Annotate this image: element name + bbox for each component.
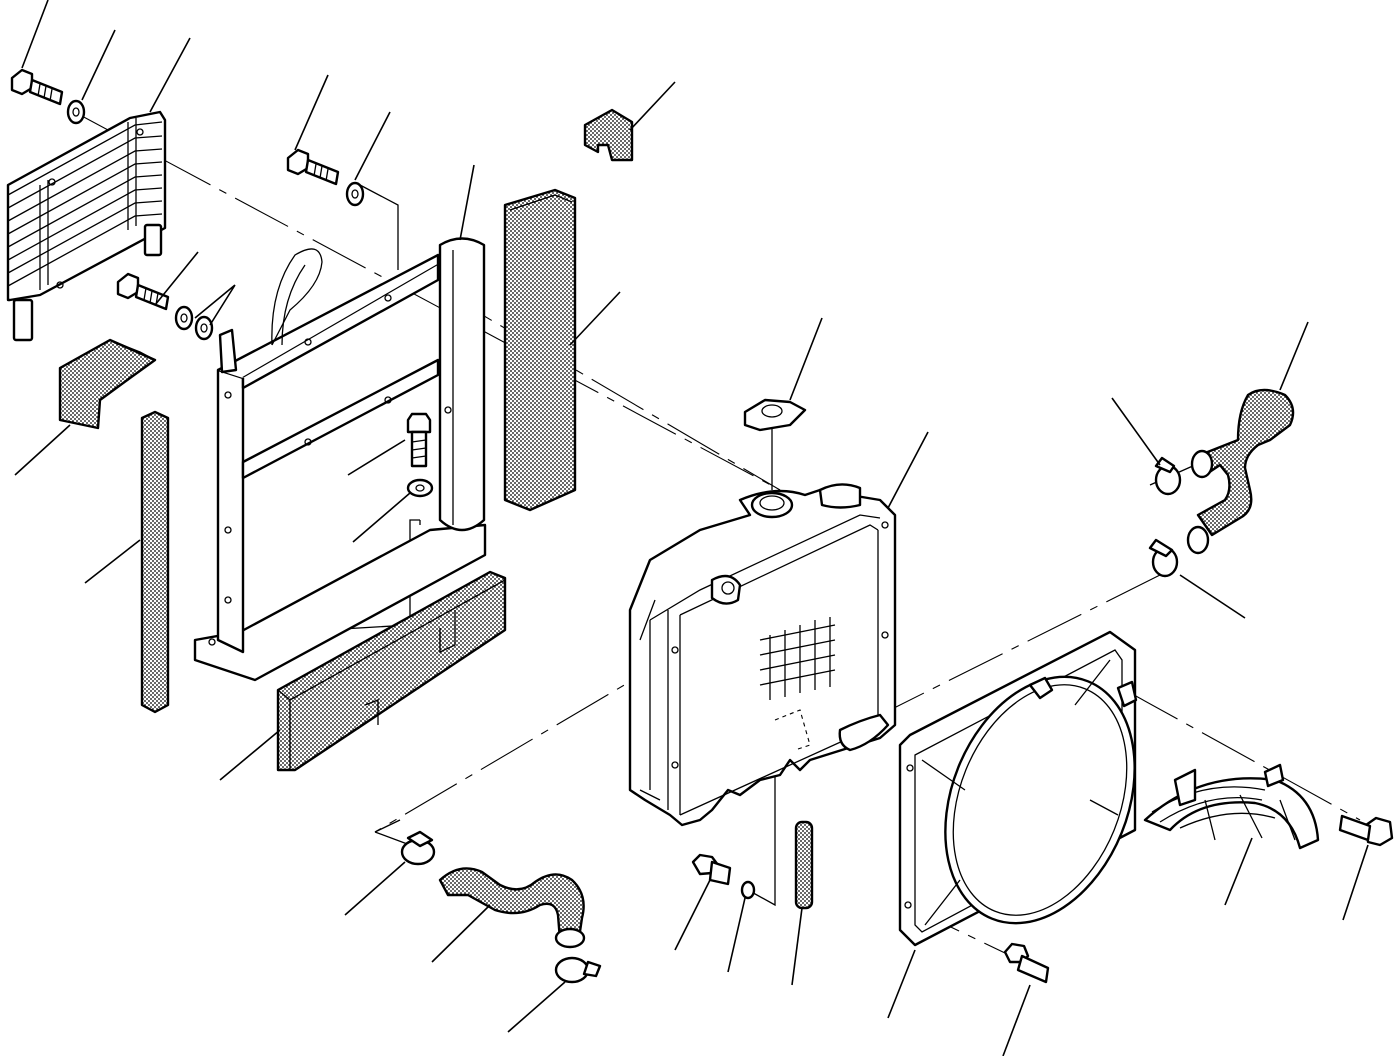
clamp-icon <box>1148 538 1179 578</box>
gasket-icon <box>740 880 756 900</box>
hose-icon <box>438 867 586 949</box>
frame-post <box>193 237 487 682</box>
shroud-icon <box>898 630 1138 947</box>
bolt-icon <box>116 272 170 311</box>
seal-icon <box>140 410 170 714</box>
bolt-icon <box>286 148 340 186</box>
clamp-icon <box>1154 456 1182 496</box>
phantom-lines <box>79 114 1361 966</box>
bolt-icon <box>1003 942 1050 984</box>
seal-icon <box>583 108 634 162</box>
bolt-icon <box>1338 814 1394 847</box>
washer-icon <box>345 181 365 207</box>
clamp-icon <box>400 830 436 866</box>
seal-icon <box>276 570 507 772</box>
clamp-icon <box>554 956 602 984</box>
washer-icon <box>174 305 214 341</box>
hose-icon <box>1186 388 1295 555</box>
guard-icon <box>1143 763 1320 850</box>
bolt-icon <box>406 412 432 468</box>
oil-cooler <box>6 110 167 342</box>
seal-icon <box>58 338 157 430</box>
washer-icon <box>66 99 86 125</box>
leader-lines <box>14 0 1369 1056</box>
seal-icon <box>503 188 577 512</box>
tube-icon <box>794 820 814 910</box>
radiator-icon <box>628 483 897 827</box>
plug-icon <box>691 853 732 886</box>
washer-icon <box>406 478 434 498</box>
cap-icon <box>743 398 807 432</box>
bolt-icon <box>10 68 64 106</box>
